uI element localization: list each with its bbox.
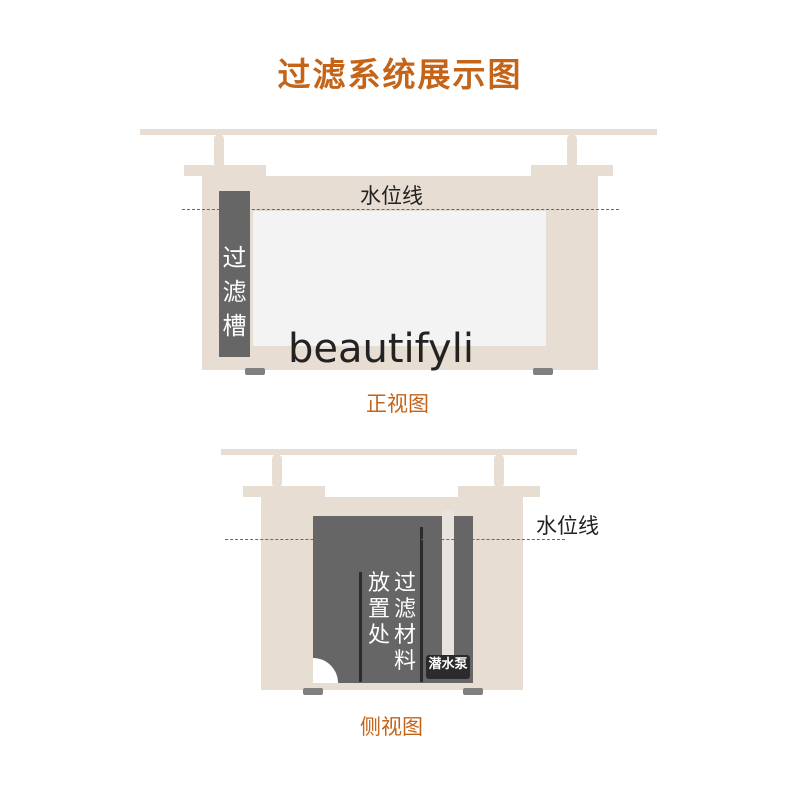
front-left-leg — [245, 368, 265, 375]
front-top-bar — [140, 129, 657, 135]
side-divider-right — [420, 527, 423, 682]
front-left-cap — [184, 165, 266, 176]
front-water-line — [182, 209, 619, 210]
front-left-post — [214, 134, 224, 168]
front-right-cap — [531, 165, 613, 176]
front-water-line-label: 水位线 — [360, 184, 423, 208]
side-left-post — [272, 454, 282, 488]
front-view-caption: 正视图 — [366, 392, 429, 416]
front-filter-tank-label: 过 滤 槽 — [222, 244, 247, 340]
brand-watermark: beautifyli — [288, 326, 474, 372]
front-filter-tank — [219, 191, 250, 357]
side-left-leg — [303, 688, 323, 695]
side-view-caption: 侧视图 — [360, 715, 423, 739]
side-return-pipe — [442, 510, 454, 655]
side-right-leg — [463, 688, 483, 695]
submersible-pump: 潜水泵 — [426, 655, 470, 679]
diagram-title: 过滤系统展示图 — [277, 55, 523, 94]
side-filter-material-col1: 放 置 处 — [368, 571, 391, 648]
front-tank-inner — [253, 211, 546, 346]
side-water-line-label: 水位线 — [536, 514, 599, 538]
side-left-cap — [243, 486, 325, 497]
side-divider-left — [359, 572, 362, 682]
front-right-post — [567, 134, 577, 168]
side-right-cap — [458, 486, 540, 497]
side-water-line — [225, 539, 565, 540]
front-right-leg — [533, 368, 553, 375]
side-right-post — [494, 454, 504, 488]
side-top-bar — [221, 449, 577, 455]
side-filter-material-col2: 过 滤 材 料 — [394, 571, 417, 674]
